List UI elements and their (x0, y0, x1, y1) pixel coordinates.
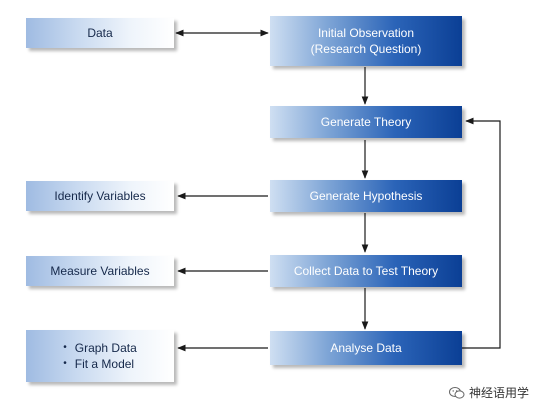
analysis-step-label: Fit a Model (74, 357, 135, 371)
analysis-step-label: Graph Data (74, 341, 137, 355)
research-question-label: (Research Question) (310, 42, 422, 56)
collect-data-box: Collect Data to Test Theory (270, 255, 462, 287)
analysis-steps-list: • Graph Data • Fit a Model (63, 340, 137, 372)
watermark: 神经语用学 (448, 384, 529, 401)
identify-variables-label: Identify Variables (54, 189, 146, 203)
analyse-data-label: Analyse Data (330, 341, 402, 355)
wechat-icon (448, 386, 465, 399)
data-box: Data (26, 18, 174, 48)
measure-variables-box: Measure Variables (26, 256, 174, 286)
list-item: • Fit a Model (63, 356, 137, 372)
data-box-label: Data (87, 26, 113, 40)
watermark-text: 神经语用学 (468, 386, 529, 400)
arrow-feedback-loop (462, 117, 501, 349)
initial-observation-box: Initial Observation (Research Question) (270, 16, 462, 66)
collect-data-label: Collect Data to Test Theory (293, 264, 439, 278)
bullet-icon: • (63, 358, 67, 369)
generate-theory-label: Generate Theory (320, 115, 412, 129)
analysis-steps-box: • Graph Data • Fit a Model (26, 330, 174, 382)
bullet-icon: • (63, 342, 67, 353)
generate-theory-box: Generate Theory (270, 106, 462, 138)
list-item: • Graph Data (63, 340, 137, 356)
identify-variables-box: Identify Variables (26, 181, 174, 211)
analyse-data-box: Analyse Data (270, 331, 462, 365)
initial-observation-label: Initial Observation (317, 26, 415, 40)
measure-variables-label: Measure Variables (50, 264, 150, 278)
generate-hypothesis-label: Generate Hypothesis (309, 189, 423, 203)
generate-hypothesis-box: Generate Hypothesis (270, 180, 462, 212)
